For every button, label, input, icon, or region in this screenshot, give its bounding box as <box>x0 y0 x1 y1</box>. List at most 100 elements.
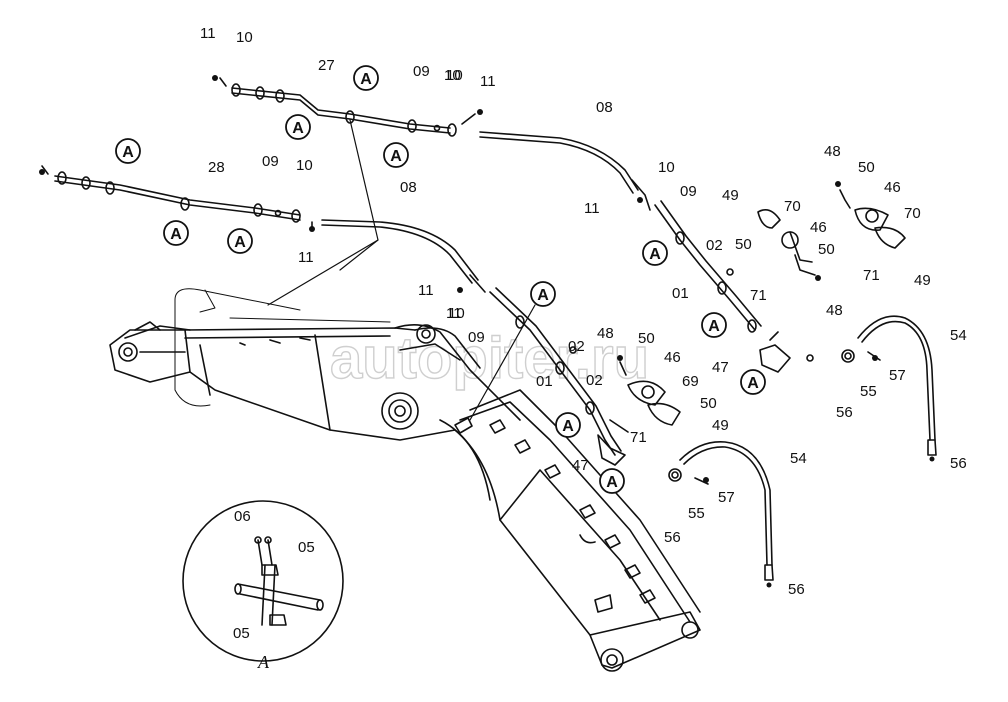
callout-circle <box>353 65 379 91</box>
callout-a: A <box>530 281 556 307</box>
part-label: 01 <box>672 285 689 302</box>
part-label: 11 <box>584 200 600 217</box>
callout-letter: A <box>390 148 402 165</box>
valve-assembly-middle <box>597 361 681 466</box>
part-label: 71 <box>750 287 767 304</box>
part-label: 57 <box>889 367 906 384</box>
part-label: 11 <box>298 249 314 266</box>
callout-circle <box>163 220 189 246</box>
part-label: 10 <box>296 157 313 174</box>
part-label: 08 <box>400 179 417 196</box>
part-label: 48 <box>597 325 614 342</box>
callout-letter: A <box>537 287 549 304</box>
hose-54-lower <box>668 441 774 581</box>
callout-a: A <box>701 312 727 338</box>
part-label: 49 <box>722 187 739 204</box>
callout-a: A <box>163 220 189 246</box>
callout-letter: A <box>292 120 304 137</box>
boom-body <box>109 321 701 672</box>
valve-assembly-upper <box>757 189 906 373</box>
part-label: 09 <box>262 153 279 170</box>
part-label: 10 <box>236 29 253 46</box>
part-label: 10 <box>448 305 465 322</box>
part-label: 69 <box>682 373 699 390</box>
part-label: 71 <box>863 267 880 284</box>
pipe-28 <box>41 165 313 231</box>
callout-a: A <box>383 142 409 168</box>
callout-circle <box>227 228 253 254</box>
callout-circle <box>285 114 311 140</box>
part-label: 02 <box>568 338 585 355</box>
part-label: 09 <box>680 183 697 200</box>
callout-letter: A <box>170 226 182 243</box>
part-label: 48 <box>826 302 843 319</box>
part-label: 56 <box>788 581 805 598</box>
pipe-01-upper <box>654 200 762 333</box>
part-label: 56 <box>950 455 967 472</box>
callout-circle <box>740 369 766 395</box>
callout-circle <box>642 240 668 266</box>
part-label: 56 <box>836 404 853 421</box>
callout-circle <box>555 412 581 438</box>
part-label: 10 <box>446 67 463 84</box>
part-label: 46 <box>664 349 681 366</box>
callout-a: A <box>740 369 766 395</box>
callout-circle <box>383 142 409 168</box>
callout-letter: A <box>360 71 372 88</box>
part-label: 50 <box>735 236 752 253</box>
part-label: 70 <box>904 205 921 222</box>
part-label: 06 <box>234 508 251 525</box>
callout-circle <box>115 138 141 164</box>
callout-letter: A <box>747 375 759 392</box>
part-label: 10 <box>658 159 675 176</box>
callout-circle <box>599 468 625 494</box>
callout-letter: A <box>708 318 720 335</box>
callout-circle <box>530 281 556 307</box>
pipe-01-lower <box>489 287 622 456</box>
detail-view-label: A <box>257 652 270 672</box>
leader-lines <box>267 119 536 421</box>
part-label: 47 <box>572 457 589 474</box>
part-label: 05 <box>233 625 250 642</box>
part-label: 27 <box>318 57 335 74</box>
callout-letter: A <box>122 144 134 161</box>
callout-a: A <box>285 114 311 140</box>
part-label: 54 <box>950 327 967 344</box>
part-label: 01 <box>536 373 553 390</box>
callout-letter: A <box>606 474 618 491</box>
part-label: 50 <box>858 159 875 176</box>
part-label: 56 <box>664 529 681 546</box>
part-label: 71 <box>630 429 647 446</box>
part-label: 09 <box>468 329 485 346</box>
part-label: 50 <box>818 241 835 258</box>
part-label: 46 <box>884 179 901 196</box>
part-label: 02 <box>706 237 723 254</box>
part-label: 10 <box>444 67 461 84</box>
hose-end-dots <box>39 75 935 588</box>
part-label: 11 <box>446 305 462 322</box>
part-label: 55 <box>688 505 705 522</box>
part-label: 49 <box>914 272 931 289</box>
callout-a: A <box>353 65 379 91</box>
part-label: 50 <box>700 395 717 412</box>
callout-a: A <box>115 138 141 164</box>
pipe-27 <box>219 77 476 137</box>
part-label: 08 <box>596 99 613 116</box>
boom-cylinder-outline <box>174 288 391 407</box>
hose-08-lower <box>321 219 486 293</box>
part-label: 70 <box>784 198 801 215</box>
callout-letter: A <box>562 418 574 435</box>
part-label: 46 <box>810 219 827 236</box>
callout-circle <box>701 312 727 338</box>
part-label: 48 <box>824 143 841 160</box>
part-label: 55 <box>860 383 877 400</box>
part-label: 11 <box>418 282 434 299</box>
part-label: 57 <box>718 489 735 506</box>
callout-letter: A <box>234 234 246 251</box>
part-label: 11 <box>480 73 496 90</box>
callout-a: A <box>555 412 581 438</box>
part-label: 09 <box>413 63 430 80</box>
part-label: 02 <box>586 372 603 389</box>
